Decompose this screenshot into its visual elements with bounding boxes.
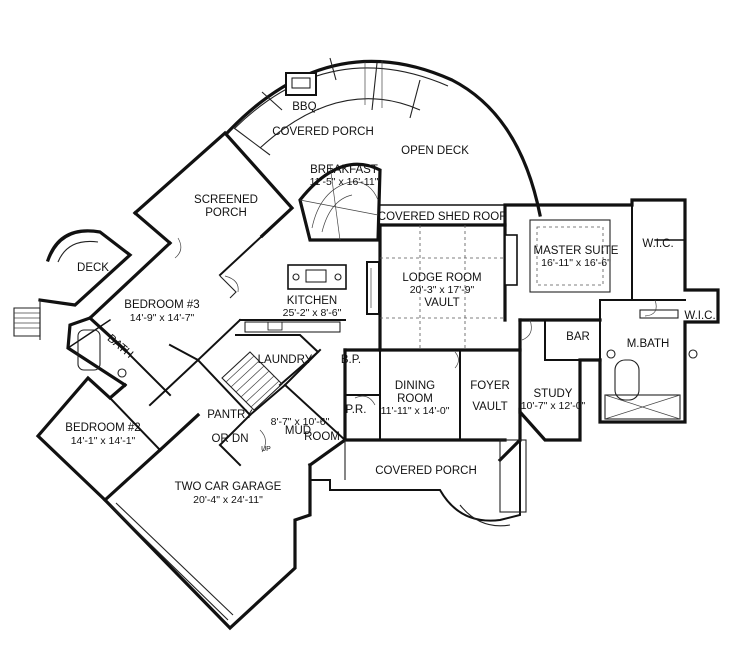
breakfast-nook — [298, 162, 382, 242]
label-wic-upper: W.I.C. — [642, 238, 673, 250]
label-study-dims: 10'-7" x 12'-0" — [521, 400, 586, 412]
fireplace — [366, 225, 505, 350]
label-bedroom3-dims: 14'-9" x 14'-7" — [130, 312, 195, 324]
label-bedroom3: BEDROOM #3 — [124, 299, 199, 311]
label-breakfast: BREAKFAST — [310, 164, 378, 176]
deck-left — [13, 229, 133, 340]
label-dining-2: ROOM — [397, 393, 433, 405]
label-garage: TWO CAR GARAGE — [175, 481, 282, 493]
label-covered-shed-roof: COVERED SHED ROOF — [378, 211, 506, 223]
label-pantry-1: PANTRY — [207, 409, 253, 421]
label-pantry-2: OR DN — [211, 433, 248, 445]
bath-fixtures — [77, 329, 127, 378]
label-lodge-room: LODGE ROOM — [402, 272, 481, 284]
garage-door — [109, 502, 234, 621]
label-laundry: LAUNDRY — [258, 354, 313, 366]
label-bedroom2-dims: 14'-1" x 14'-1" — [71, 435, 136, 447]
label-breakfast-dims: 11'-5" x 16'-11" — [310, 176, 379, 188]
label-mud-2: ROOM — [304, 431, 340, 443]
label-foyer-1: FOYER — [470, 380, 510, 392]
label-master-suite: MASTER SUITE — [534, 245, 619, 257]
label-covered-porch-front: COVERED PORCH — [375, 465, 477, 477]
room-labels: BBQ. COVERED PORCH OPEN DECK SCREENED PO… — [65, 101, 715, 506]
label-pr: P.R. — [346, 404, 367, 416]
label-bath: BATH — [105, 333, 136, 361]
master-tray — [504, 219, 611, 293]
label-wic-lower: W.I.C. — [684, 310, 715, 322]
label-mud-dims: 8'-7" x 10'-6" — [271, 416, 330, 428]
label-mbath: M.BATH — [627, 338, 670, 350]
label-bbq: BBQ. — [292, 101, 319, 113]
label-garage-dims: 20'-4" x 24'-11" — [193, 494, 263, 506]
label-screened-porch-2: PORCH — [205, 207, 247, 219]
label-mud-1: MUD — [285, 425, 311, 437]
label-bar: BAR — [566, 331, 590, 343]
label-master-suite-dims: 16'-11" x 16'-6" — [541, 257, 611, 269]
label-covered-porch-rear: COVERED PORCH — [272, 126, 374, 138]
label-dining-1: DINING — [395, 380, 435, 392]
label-deck: DECK — [77, 262, 109, 274]
label-kitchen: KITCHEN — [287, 295, 337, 307]
door-swings — [174, 237, 657, 453]
kitchen-island — [287, 264, 347, 290]
label-study: STUDY — [534, 388, 573, 400]
kitchen-fixtures — [219, 264, 347, 333]
front-porch — [309, 439, 527, 527]
deck-stairs — [13, 307, 41, 337]
label-dining-dims: 11'-11" x 14'-0" — [381, 405, 450, 417]
label-open-deck: OPEN DECK — [401, 145, 469, 157]
label-screened-porch-1: SCREENED — [194, 194, 258, 206]
interior-walls — [67, 204, 686, 467]
rear-porch-deck — [225, 57, 542, 217]
label-kitchen-dims: 25'-2" x 8'-6" — [283, 307, 342, 319]
label-bedroom2: BEDROOM #2 — [65, 422, 140, 434]
label-lodge-room-dims: 20'-3" x 17'-9" — [410, 284, 475, 296]
label-lodge-room-vault: VAULT — [424, 297, 459, 309]
label-bp: B.P. — [341, 354, 361, 366]
master-bath-fixtures — [604, 309, 698, 420]
main-stairs — [221, 351, 283, 411]
bbq-grill — [285, 72, 317, 96]
label-foyer-2: VAULT — [472, 401, 507, 413]
label-up: UP — [261, 446, 271, 453]
